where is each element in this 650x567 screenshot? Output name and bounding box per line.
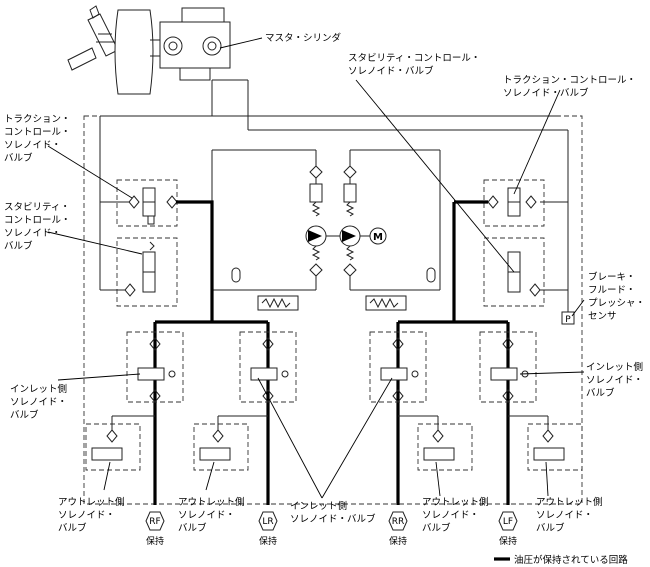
traction-left-label-1: トラクション・ — [4, 114, 71, 125]
damper-right — [365, 295, 407, 311]
traction-control-valve-left — [116, 179, 178, 227]
pump-motor-assembly: M — [286, 149, 387, 290]
outlet-valves — [85, 415, 583, 471]
wheel-rr-state: 保持 — [389, 535, 407, 547]
brake-pedal — [67, 5, 119, 71]
outlet-1-label-2: ソレノイド・ — [58, 510, 115, 521]
outlet-1-label-1: アウトレット側 — [58, 496, 125, 508]
inlet-bottom-label-2: ソレノイド・バルブ — [290, 513, 376, 525]
pressure-sensor-label-1: ブレーキ・ — [588, 271, 636, 283]
inlet-right-label-2: ソレノイド・ — [586, 375, 643, 386]
traction-left-label-4: バルブ — [4, 152, 33, 164]
inlet-right-label-1: インレット側 — [586, 361, 643, 373]
outlet-3-label-1: アウトレット側 — [422, 496, 489, 508]
motor-symbol: M — [373, 232, 383, 243]
inlet-left-label-2: ソレノイド・ — [10, 397, 67, 408]
master-cylinder — [159, 7, 249, 130]
stability-control-valve-left — [116, 237, 178, 307]
sensor-symbol: P — [565, 315, 571, 325]
outlet-2-label-3: バルブ — [178, 522, 207, 534]
brake-booster — [114, 9, 160, 95]
outlet-1-label-3: バルブ — [58, 522, 87, 534]
accumulator-left — [231, 267, 241, 283]
outlet-3-label-3: バルブ — [422, 522, 451, 534]
stability-left-label-3: ソレノイド・ — [4, 228, 61, 239]
wheel-rf-code: RF — [149, 517, 160, 527]
brake-fluid-pressure-sensor: P — [561, 290, 575, 325]
wheel-rf-state: 保持 — [146, 535, 164, 547]
wheel-lr-code: LR — [262, 517, 273, 527]
pressure-held-circuit — [153, 200, 510, 505]
traction-left-label-2: コントロール・ — [4, 127, 71, 138]
legend-text: 油圧が保持されている回路 — [514, 554, 628, 566]
wheel-rr-code: RR — [392, 517, 405, 527]
stability-top-right-label-1: スタビリティ・コントロール・ — [348, 53, 480, 64]
inlet-left-label-1: インレット側 — [10, 383, 67, 395]
stability-top-right-label-2: ソレノイド・バルブ — [348, 65, 434, 77]
stability-left-label-2: コントロール・ — [4, 215, 71, 226]
accumulator-right — [426, 267, 436, 283]
leader-lines — [47, 79, 585, 499]
inlet-right-label-3: バルブ — [586, 387, 615, 399]
traction-left-label-3: ソレノイド・ — [4, 140, 61, 151]
wheel-markers — [145, 511, 518, 531]
damper-left — [257, 295, 299, 311]
wheel-lf-code: LF — [503, 517, 513, 527]
traction-top-right-label-2: ソレノイド・バルブ — [503, 87, 589, 99]
legend: 油圧が保持されている回路 — [494, 554, 628, 566]
inlet-valves — [126, 331, 537, 403]
traction-top-right-label-1: トラクション・コントロール・ — [503, 75, 636, 86]
outlet-3-label-2: ソレノイド・ — [422, 510, 479, 521]
outlet-4-label-2: ソレノイド・ — [536, 510, 593, 521]
stability-left-label-4: バルブ — [4, 240, 33, 252]
wheel-lf-state: 保持 — [499, 535, 517, 547]
stability-left-label-1: スタビリティ・ — [4, 202, 70, 213]
wheel-lr-state: 保持 — [259, 535, 277, 547]
master-cylinder-label: マスタ・シリンダ — [265, 32, 342, 44]
outlet-4-label-1: アウトレット側 — [536, 496, 603, 508]
inlet-bottom-label-1: インレット側 — [290, 500, 347, 512]
outlet-2-label-2: ソレノイド・ — [178, 510, 235, 521]
pressure-sensor-label-3: プレッシャ・ — [588, 298, 645, 309]
outlet-4-label-3: バルブ — [536, 522, 565, 534]
inlet-left-label-3: バルブ — [10, 409, 39, 421]
outlet-2-label-1: アウトレット側 — [178, 496, 245, 508]
pressure-sensor-label-2: フルード・ — [588, 285, 636, 296]
pressure-sensor-label-4: センサ — [588, 311, 617, 322]
traction-control-valve-right — [483, 179, 545, 227]
